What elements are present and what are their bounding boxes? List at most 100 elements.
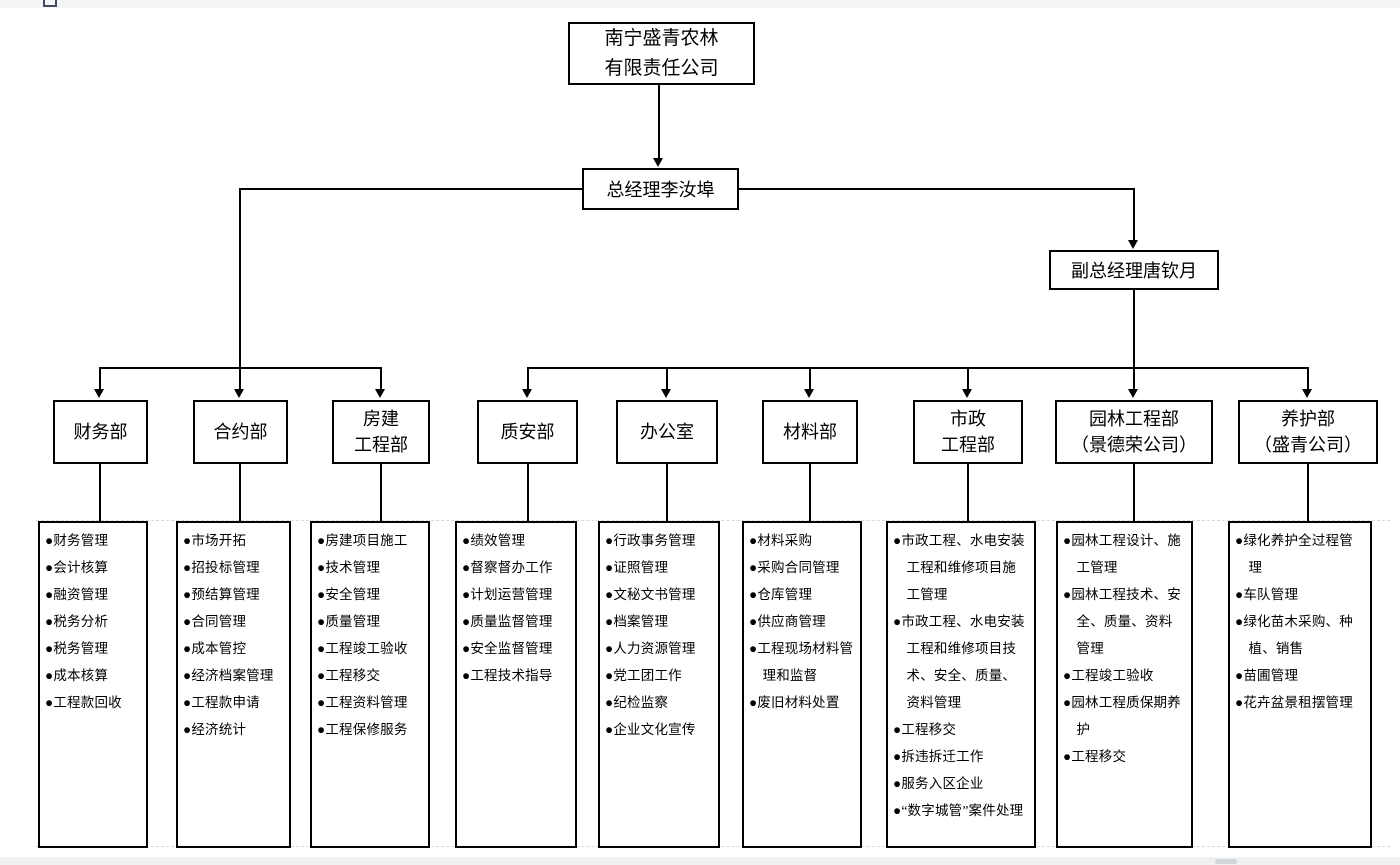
duty-item: 工程竣工验收 xyxy=(317,635,422,662)
duty-item: 绩效管理 xyxy=(462,527,569,554)
dept-arrow-shaft xyxy=(239,367,241,389)
duty-list-quality-safety: 绩效管理督察督办工作计划运营管理质量监督管理安全监督管理工程技术指导 xyxy=(457,523,575,689)
dept-arrow-shaft xyxy=(666,367,668,389)
duty-item: 绿化养护全过程管理 xyxy=(1235,527,1364,581)
duty-item: 工程款回收 xyxy=(45,689,140,716)
duty-list-contract: 市场开拓招投标管理预结算管理合同管理成本管控经济档案管理工程款申请经济统计 xyxy=(178,523,289,743)
duty-item: 纪检监察 xyxy=(605,689,712,716)
duty-item: 园林工程设计、施工管理 xyxy=(1063,527,1185,581)
dept-arrowhead xyxy=(94,389,104,398)
duty-item: 督察督办工作 xyxy=(462,554,569,581)
duty-item: 成本管控 xyxy=(183,635,283,662)
duty-item: 招投标管理 xyxy=(183,554,283,581)
dept-arrowhead xyxy=(1128,389,1138,398)
duty-box-quality-safety: 绩效管理督察督办工作计划运营管理质量监督管理安全监督管理工程技术指导 xyxy=(455,521,577,848)
dept-duty-stub xyxy=(527,464,529,521)
duty-item: 市场开拓 xyxy=(183,527,283,554)
dept-arrowhead xyxy=(522,389,532,398)
duty-item: 合同管理 xyxy=(183,608,283,635)
duty-list-office: 行政事务管理证照管理文秘文书管理档案管理人力资源管理党工团工作纪检监察企业文化宣… xyxy=(600,523,718,743)
company-name: 南宁盛青农林 有限责任公司 xyxy=(604,27,719,79)
duty-item: 废旧材料处置 xyxy=(749,689,854,716)
dept-name: 养护部 （盛青公司） xyxy=(1254,409,1362,455)
dept-box-maintenance: 养护部 （盛青公司） xyxy=(1238,400,1378,464)
dept-box-housing-engineering: 房建 工程部 xyxy=(332,400,430,464)
duty-item: 行政事务管理 xyxy=(605,527,712,554)
duty-item: 工程移交 xyxy=(893,716,1028,743)
company-box: 南宁盛青农林 有限责任公司 xyxy=(568,22,755,85)
dept-duty-stub xyxy=(809,464,811,521)
duty-item: 经济档案管理 xyxy=(183,662,283,689)
duty-item: 会计核算 xyxy=(45,554,140,581)
deputy-general-manager-name: 副总经理唐钦月 xyxy=(1071,261,1197,281)
dept-name: 办公室 xyxy=(640,422,694,442)
dept-arrowhead xyxy=(661,389,671,398)
dept-name: 材料部 xyxy=(783,422,837,442)
connector-root-to-gm xyxy=(658,85,660,158)
duty-item: 园林工程质保期养护 xyxy=(1063,689,1185,743)
duty-item: 质量监督管理 xyxy=(462,608,569,635)
dept-box-contract: 合约部 xyxy=(193,400,288,464)
duty-item: 花卉盆景租摆管理 xyxy=(1235,689,1364,716)
duty-item: 企业文化宣传 xyxy=(605,716,712,743)
dept-arrowhead xyxy=(804,389,814,398)
duty-item: 文秘文书管理 xyxy=(605,581,712,608)
dept-box-municipal-engineering: 市政 工程部 xyxy=(913,400,1023,464)
duty-item: 工程保修服务 xyxy=(317,716,422,743)
dept-duty-stub xyxy=(1133,464,1135,521)
dept-box-landscape-engineering: 园林工程部 （景德荣公司） xyxy=(1055,400,1213,464)
top-toolbar-strip xyxy=(0,0,1400,8)
dept-duty-stub xyxy=(239,464,241,521)
duty-item: “数字城管”案件处理 xyxy=(893,797,1028,824)
dept-name: 园林工程部 （景德荣公司） xyxy=(1071,409,1197,455)
duty-item: 党工团工作 xyxy=(605,662,712,689)
duty-box-finance: 财务管理会计核算融资管理税务分析税务管理成本核算工程款回收 xyxy=(38,521,148,848)
duty-box-municipal-engineering: 市政工程、水电安装工程和维修项目施工管理市政工程、水电安装工程和维修项目技术、安… xyxy=(886,521,1036,848)
duty-item: 工程竣工验收 xyxy=(1063,662,1185,689)
duty-item: 证照管理 xyxy=(605,554,712,581)
duty-item: 仓库管理 xyxy=(749,581,854,608)
duty-item: 税务管理 xyxy=(45,635,140,662)
duty-item: 安全管理 xyxy=(317,581,422,608)
duty-item: 计划运营管理 xyxy=(462,581,569,608)
dept-name: 市政 工程部 xyxy=(941,409,995,455)
dept-arrow-shaft xyxy=(527,367,529,389)
arrowhead-dgm xyxy=(1128,240,1138,249)
dept-arrowhead xyxy=(234,389,244,398)
duty-box-materials: 材料采购采购合同管理仓库管理供应商管理工程现场材料管理和监督废旧材料处置 xyxy=(742,521,862,848)
duty-item: 苗圃管理 xyxy=(1235,662,1364,689)
dept-name: 合约部 xyxy=(213,422,268,442)
toolbar-icon-partial[interactable] xyxy=(43,0,57,7)
dept-arrow-shaft xyxy=(380,367,382,389)
dept-arrow-shaft xyxy=(1307,367,1309,389)
dept-name: 质安部 xyxy=(500,422,555,442)
duty-item: 市政工程、水电安装工程和维修项目技术、安全、质量、资料管理 xyxy=(893,608,1028,716)
duty-item: 人力资源管理 xyxy=(605,635,712,662)
duty-item: 工程技术指导 xyxy=(462,662,569,689)
table-gridline-top xyxy=(36,520,1390,521)
dept-box-office: 办公室 xyxy=(616,400,718,464)
duty-list-maintenance: 绿化养护全过程管理车队管理绿化苗木采购、种植、销售苗圃管理花卉盆景租摆管理 xyxy=(1230,523,1370,716)
duty-list-landscape-engineering: 园林工程设计、施工管理园林工程技术、安全、质量、资料管理工程竣工验收园林工程质保… xyxy=(1058,523,1191,770)
duty-item: 工程移交 xyxy=(1063,743,1185,770)
duty-item: 市政工程、水电安装工程和维修项目施工管理 xyxy=(893,527,1028,608)
duty-item: 房建项目施工 xyxy=(317,527,422,554)
connector-gm-to-dgm xyxy=(1133,188,1135,241)
duty-item: 档案管理 xyxy=(605,608,712,635)
dept-duty-stub xyxy=(666,464,668,521)
horizontal-scrollbar-thumb[interactable] xyxy=(1215,859,1237,864)
duty-item: 经济统计 xyxy=(183,716,283,743)
duty-box-maintenance: 绿化养护全过程管理车队管理绿化苗木采购、种植、销售苗圃管理花卉盆景租摆管理 xyxy=(1228,521,1372,848)
dept-box-finance: 财务部 xyxy=(53,400,148,464)
duty-item: 绿化苗木采购、种植、销售 xyxy=(1235,608,1364,662)
dept-arrow-shaft xyxy=(809,367,811,389)
duty-item: 财务管理 xyxy=(45,527,140,554)
general-manager-box: 总经理李汝埠 xyxy=(582,168,739,210)
dept-duty-stub xyxy=(380,464,382,521)
duty-item: 拆违拆迁工作 xyxy=(893,743,1028,770)
duty-item: 税务分析 xyxy=(45,608,140,635)
duty-item: 园林工程技术、安全、质量、资料管理 xyxy=(1063,581,1185,662)
dept-arrow-shaft xyxy=(1133,367,1135,389)
deputy-general-manager-box: 副总经理唐钦月 xyxy=(1049,250,1219,290)
